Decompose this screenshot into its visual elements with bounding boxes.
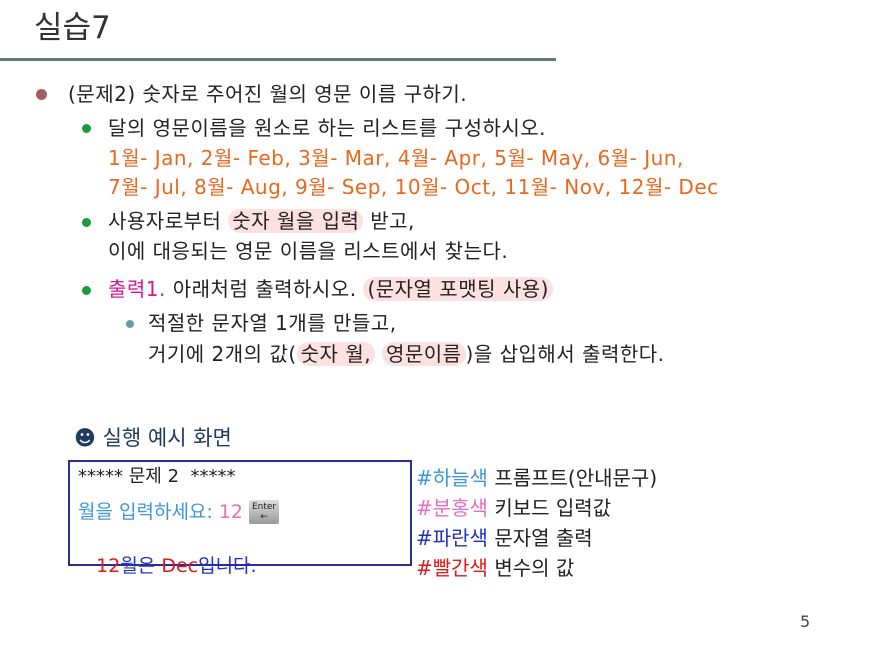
months-line-1: 1월- Jan, 2월- Feb, 3월- Mar, 4월- Apr, 5월- … [108, 146, 684, 170]
bullet-icon [82, 124, 91, 133]
console-example: ***** 문제 2 ***** 월을 입력하세요: 12 Enter← 12월… [68, 460, 412, 577]
prompt-text: 월을 입력하세요: [78, 500, 219, 523]
console-output-line: 12월은 Dec입니다. [78, 532, 257, 600]
legend-desc: 프롬프트(안내문구) [494, 466, 658, 490]
legend-item: #하늘색 프롬프트(안내문구) [416, 466, 657, 496]
legend-item: #파란색 문자열 출력 [416, 526, 657, 556]
input-instruction: 사용자로부터 숫자 월을 입력 받고, [108, 209, 415, 233]
output-number: 12 [96, 554, 121, 577]
slide-title: 실습7 [34, 10, 111, 46]
highlight-text: 숫자 월을 입력 [228, 209, 364, 233]
console-prompt-line: 월을 입력하세요: 12 Enter← [78, 498, 280, 526]
highlight-text: (문자열 포맷팅 사용) [363, 277, 553, 301]
output-month-name: Dec [161, 554, 199, 577]
bullet-icon [82, 286, 91, 295]
text: 거기에 2개의 값( [148, 342, 297, 366]
output-instruction: 출력1. 아래처럼 출력하시오. (문자열 포맷팅 사용) [108, 277, 553, 301]
legend-tag: #하늘색 [416, 466, 488, 490]
output-text: 월은 [120, 554, 162, 577]
color-legend: #하늘색 프롬프트(안내문구) #분홍색 키보드 입력값 #파란색 문자열 출력… [416, 466, 657, 586]
bullet-icon [126, 320, 134, 328]
console-header: ***** 문제 2 ***** [78, 466, 236, 487]
months-line-2: 7월- Jul, 8월- Aug, 9월- Sep, 10월- Oct, 11월… [108, 175, 719, 199]
legend-item: #분홍색 키보드 입력값 [416, 496, 657, 526]
highlight-text: 영문이름 [381, 342, 466, 366]
highlight-text: 숫자 월, [296, 342, 376, 366]
enter-arrow-icon: ← [260, 512, 268, 522]
enter-key-icon: Enter← [249, 500, 280, 524]
input-value: 12 [218, 500, 244, 523]
output-text: 입니다. [198, 554, 257, 577]
legend-tag: #빨간색 [416, 556, 488, 580]
legend-item: #빨간색 변수의 값 [416, 556, 657, 586]
text: )을 삽입해서 출력한다. [465, 342, 665, 366]
example-heading-text: 실행 예시 화면 [102, 426, 232, 450]
legend-tag: #분홍색 [416, 496, 488, 520]
text: 아래처럼 출력하시오. [172, 277, 357, 301]
example-heading: ☻ 실행 예시 화면 [74, 426, 232, 451]
page-number: 5 [800, 612, 811, 631]
sub-instruction-2: 거기에 2개의 값(숫자 월, 영문이름)을 삽입해서 출력한다. [148, 342, 665, 366]
output-label: 출력1. [108, 277, 166, 301]
legend-tag: #파란색 [416, 526, 488, 550]
legend-desc: 변수의 값 [494, 556, 575, 580]
legend-desc: 문자열 출력 [494, 526, 593, 550]
sub-instruction-1: 적절한 문자열 1개를 만들고, [148, 311, 397, 335]
text: 사용자로부터 [108, 209, 222, 233]
legend-desc: 키보드 입력값 [494, 496, 612, 520]
bullet-icon [82, 218, 91, 227]
lookup-instruction: 이에 대응되는 영문 이름을 리스트에서 찾는다. [108, 239, 509, 263]
problem-statement: (문제2) 숫자로 주어진 월의 영문 이름 구하기. [68, 82, 468, 106]
enter-key-label: Enter [251, 502, 277, 512]
list-instruction: 달의 영문이름을 원소로 하는 리스트를 구성하시오. [108, 116, 547, 140]
title-divider [0, 58, 556, 61]
bullet-icon [36, 89, 47, 100]
smiley-icon: ☻ [74, 426, 96, 450]
text: 받고, [370, 209, 415, 233]
